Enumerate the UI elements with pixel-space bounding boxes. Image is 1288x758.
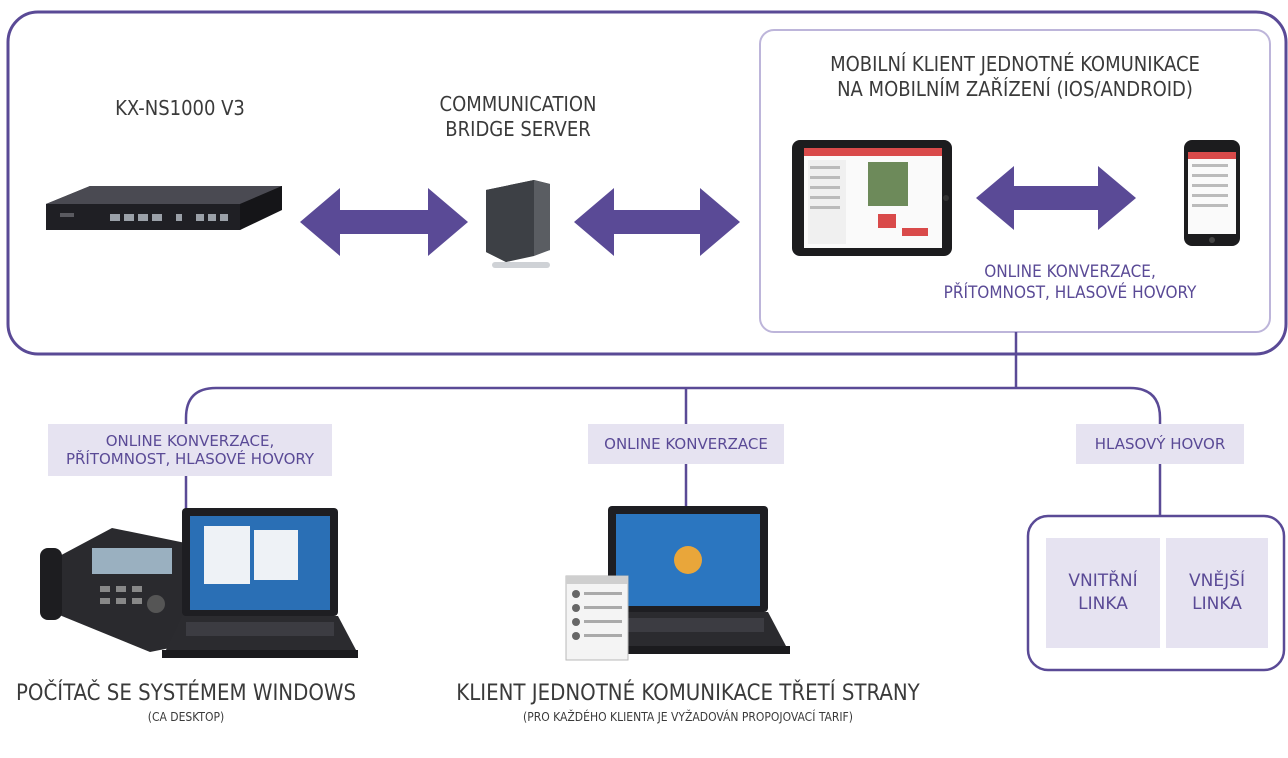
mobile-features-line2: PŘÍTOMNOST, HLASOVÉ HOVORY (943, 283, 1197, 304)
pbx-title: KX-NS1000 V3 (60, 96, 300, 121)
double-arrow-bridge-mobile (574, 188, 740, 256)
mobile-features-line1: ONLINE KONVERZACE, (984, 262, 1156, 282)
windows-tag-line1: ONLINE KONVERZACE, (105, 432, 275, 450)
mobile-title-line2: NA MOBILNÍM ZAŘÍZENÍ (IOS/ANDROID) (837, 77, 1193, 101)
external-line-line2: LINKA (1192, 594, 1242, 614)
third-party-client-title: KLIENT JEDNOTNÉ KOMUNIKACE TŘETÍ STRANY … (412, 680, 964, 725)
voice-call-tag: HLASOVÝ HOVOR (1076, 424, 1244, 464)
voice-tag-text: HLASOVÝ HOVOR (1094, 435, 1226, 453)
mobile-features: ONLINE KONVERZACE, PŘÍTOMNOST, HLASOVÉ H… (900, 262, 1240, 305)
bridge-title-line1: COMMUNICATION (439, 92, 597, 116)
bridge-server-image (486, 180, 550, 268)
main-frame (6, 10, 1288, 356)
pbx-title-text: KX-NS1000 V3 (115, 96, 245, 120)
third-party-tag-text: ONLINE KONVERZACE (604, 435, 768, 453)
windows-title-text: POČÍTAČ SE SYSTÉMEM WINDOWS (15, 681, 357, 706)
pbx-device-image (46, 186, 282, 230)
tablet-image (792, 140, 952, 256)
external-line-line1: VNĚJŠÍ (1189, 571, 1245, 592)
third-party-features-tag: ONLINE KONVERZACE (588, 424, 784, 464)
double-arrow-tablet-phone (976, 166, 1136, 230)
windows-tag-line2: PŘÍTOMNOST, HLASOVÉ HOVORY (65, 450, 315, 468)
third-party-subtitle-text: (PRO KAŽDÉHO KLIENTA JE VYŽADOVÁN PROPOJ… (523, 709, 853, 724)
windows-subtitle-text: (CA DESKTOP) (147, 709, 225, 724)
bridge-title-line2: BRIDGE SERVER (445, 117, 591, 141)
windows-features-tag: ONLINE KONVERZACE, PŘÍTOMNOST, HLASOVÉ H… (48, 424, 332, 476)
mobile-title-line1: MOBILNÍ KLIENT JEDNOTNÉ KOMUNIKACE (830, 52, 1200, 76)
internal-line-line1: VNITŘNÍ (1068, 571, 1138, 592)
desk-phone-image (40, 528, 210, 652)
external-line-box: VNĚJŠÍ LINKA (1166, 538, 1268, 648)
windows-pc-title: POČÍTAČ SE SYSTÉMEM WINDOWS (CA DESKTOP) (0, 680, 372, 725)
internal-line-box: VNITŘNÍ LINKA (1046, 538, 1160, 648)
internal-line-line2: LINKA (1078, 594, 1128, 614)
smartphone-image (1184, 140, 1240, 246)
bridge-title: COMMUNICATION BRIDGE SERVER (398, 92, 638, 142)
laptop-windows-image (162, 508, 358, 658)
laptop-third-party-image (565, 506, 790, 661)
third-party-title-text: KLIENT JEDNOTNÉ KOMUNIKACE TŘETÍ STRANY (456, 681, 920, 706)
double-arrow-pbx-bridge (300, 188, 468, 256)
mobile-client-title: MOBILNÍ KLIENT JEDNOTNÉ KOMUNIKACE NA MO… (770, 52, 1260, 102)
